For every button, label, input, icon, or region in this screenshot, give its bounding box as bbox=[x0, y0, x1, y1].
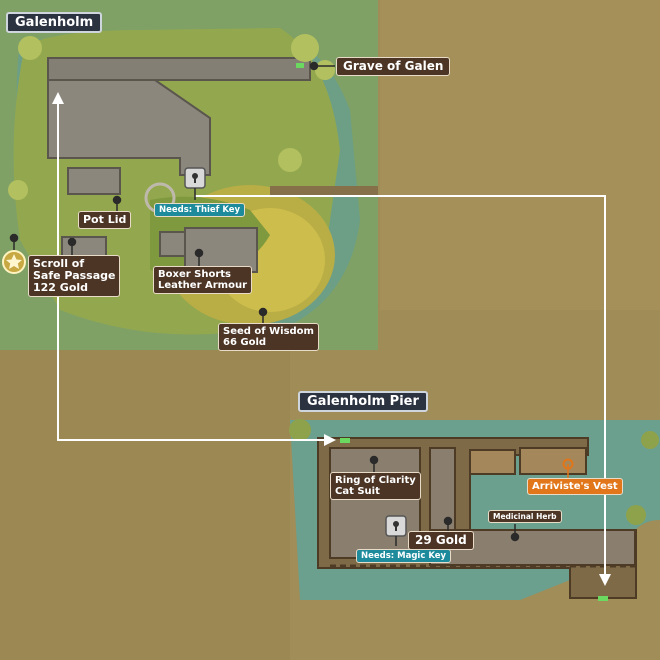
pin-gold-icon bbox=[443, 516, 453, 526]
pier-entry-marker bbox=[340, 438, 350, 443]
location-label-line: Cat Suit bbox=[335, 486, 380, 497]
pin-scroll-icon bbox=[67, 237, 77, 247]
location-label-line: Leather Armour bbox=[158, 280, 248, 291]
star-icon bbox=[2, 250, 26, 274]
location-label: Arriviste's Vest bbox=[532, 481, 618, 492]
location-label-line: Seed of Wisdom bbox=[223, 326, 314, 337]
route-arrowhead-icon bbox=[52, 92, 64, 104]
location-pot-lid[interactable]: Pot Lid bbox=[78, 211, 132, 229]
pin-seed-icon bbox=[258, 307, 268, 317]
location-label-line: Ring of Clarity bbox=[335, 475, 416, 486]
location-label-line: Scroll of bbox=[33, 257, 85, 270]
route-arrow-icon bbox=[57, 100, 606, 578]
location-arriviste-vest[interactable]: Arriviste's Vest bbox=[527, 478, 623, 495]
route-arrowhead-icon bbox=[324, 434, 336, 446]
route-arrowhead-icon bbox=[599, 574, 611, 586]
location-medicinal-herb[interactable]: Medicinal Herb bbox=[488, 510, 562, 523]
location-label: Pot Lid bbox=[83, 213, 127, 226]
location-seed-of-wisdom[interactable]: Seed of Wisdom 66 Gold bbox=[218, 323, 319, 351]
location-grave-of-galen[interactable]: Grave of Galen bbox=[336, 57, 451, 76]
keyhole-door-icon bbox=[385, 515, 407, 537]
location-scroll-safe-passage[interactable]: Scroll of Safe Passage 122 Gold bbox=[28, 255, 121, 297]
pin-boxer-icon bbox=[194, 248, 204, 258]
pin-herb-icon bbox=[510, 532, 520, 542]
location-label-line: Boxer Shorts bbox=[158, 269, 231, 280]
location-label-line: Safe Passage bbox=[33, 269, 116, 282]
location-label: Needs: Thief Key bbox=[159, 205, 241, 215]
pin-arriviste-icon bbox=[562, 458, 574, 470]
location-label: 29 Gold bbox=[415, 533, 467, 547]
location-29-gold[interactable]: 29 Gold bbox=[408, 531, 474, 550]
region-label-pier: Galenholm Pier bbox=[298, 391, 428, 412]
locked-door-magic-key[interactable]: Needs: Magic Key bbox=[356, 549, 452, 563]
pin-grave-icon bbox=[309, 61, 319, 71]
location-label: Grave of Galen bbox=[343, 59, 444, 73]
pin-ring-icon bbox=[369, 455, 379, 465]
pin-pot-lid-icon bbox=[112, 195, 122, 205]
pin-star-icon bbox=[9, 233, 19, 243]
location-label: Needs: Magic Key bbox=[361, 551, 447, 561]
grave-entry-marker bbox=[296, 63, 304, 68]
location-boxer-shorts[interactable]: Boxer Shorts Leather Armour bbox=[153, 266, 253, 294]
location-label: Medicinal Herb bbox=[493, 512, 557, 521]
location-ring-of-clarity[interactable]: Ring of Clarity Cat Suit bbox=[330, 472, 421, 500]
location-label-line: 122 Gold bbox=[33, 281, 89, 294]
region-label-galenholm: Galenholm bbox=[6, 12, 103, 33]
keyhole-door-icon bbox=[184, 167, 206, 189]
locked-door-thief-key[interactable]: Needs: Thief Key bbox=[154, 203, 246, 217]
pier-exit-marker bbox=[598, 596, 608, 601]
location-label-line: 66 Gold bbox=[223, 337, 267, 348]
